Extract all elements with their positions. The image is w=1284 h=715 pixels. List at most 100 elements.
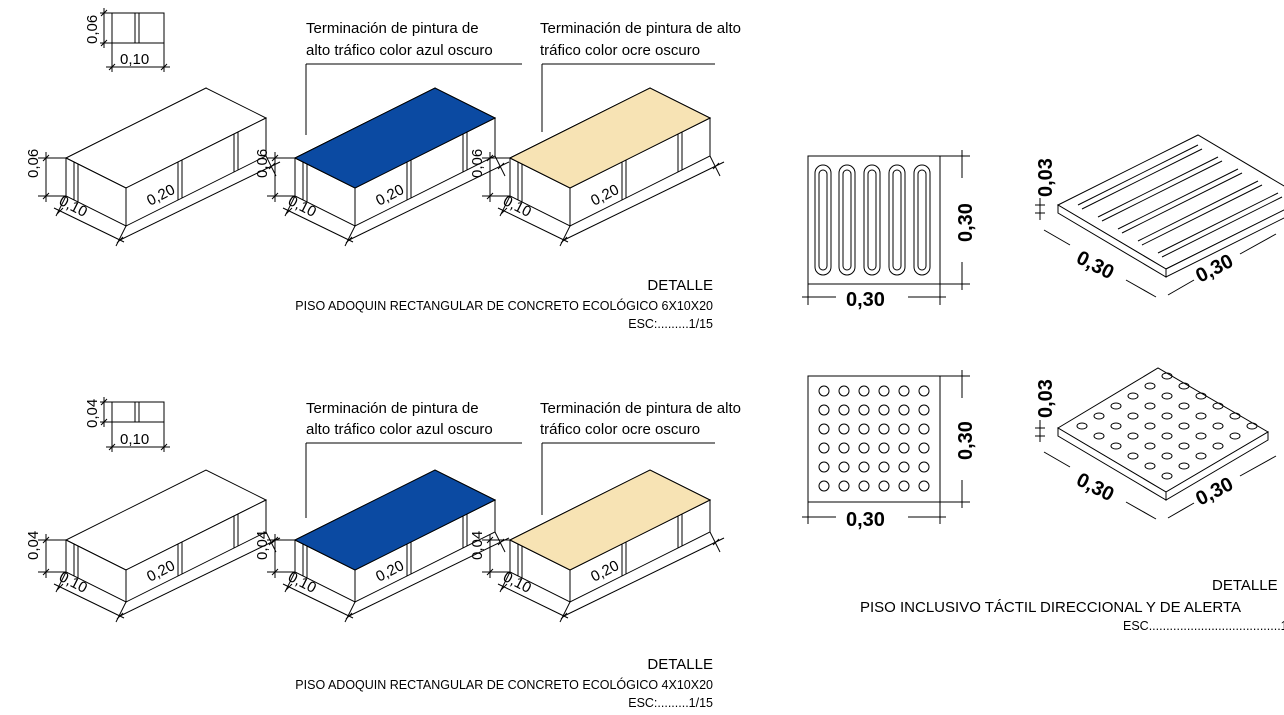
warning-dot	[918, 385, 930, 397]
paver6-plan-width: 0,10	[120, 51, 149, 68]
warning-dot-iso	[1144, 462, 1156, 470]
warning-dot	[898, 442, 910, 454]
warning-dot	[878, 442, 890, 454]
warning-dot	[898, 461, 910, 473]
warning-dot-iso	[1161, 372, 1173, 380]
warning-dot	[858, 423, 870, 435]
warning-dot	[918, 480, 930, 492]
warning-dot-iso	[1161, 472, 1173, 480]
warning-dot-iso	[1127, 392, 1139, 400]
warning-dot	[818, 480, 830, 492]
warning-dot	[818, 385, 830, 397]
paver4-blue-note-line1: Terminación de pintura de	[306, 400, 479, 417]
paver4-detail-scale: ESC:.........1/15	[628, 696, 713, 710]
paver6-natural-height: 0,06	[25, 149, 42, 178]
paver6-detail-scale: ESC:.........1/15	[628, 317, 713, 331]
tactile-directional-iso: 0,03 0,30 0,30	[1035, 134, 1284, 298]
paver6-plan-height: 0,06	[84, 15, 101, 44]
paver6-blue-note-line1: Terminación de pintura de	[306, 20, 479, 37]
tactile-warn-plan-width: 0,30	[846, 509, 885, 531]
warning-dot-iso	[1195, 432, 1207, 440]
warning-dot	[858, 404, 870, 416]
warning-dot	[838, 442, 850, 454]
paver6-detail-subtitle: PISO ADOQUIN RECTANGULAR DE CONCRETO ECO…	[295, 298, 713, 313]
warning-dot-iso	[1178, 462, 1190, 470]
warning-dot-iso	[1076, 422, 1088, 430]
warning-dot-iso	[1212, 442, 1224, 450]
paver6-blue-height: 0,06	[254, 149, 271, 178]
tactile-warn-iso-thickness: 0,03	[1035, 379, 1057, 418]
paver4-detail-subtitle: PISO ADOQUIN RECTANGULAR DE CONCRETO ECO…	[295, 677, 713, 692]
paver6-blue	[267, 87, 510, 247]
warning-dot-iso	[1110, 402, 1122, 410]
tactile-warn-iso-a: 0,30	[1073, 469, 1118, 506]
warning-dot-iso	[1178, 402, 1190, 410]
warning-dot-iso	[1161, 392, 1173, 400]
paver4-natural-height: 0,04	[25, 531, 42, 560]
warning-dot-iso	[1161, 412, 1173, 420]
warning-dot-iso	[1144, 402, 1156, 410]
warning-dot-iso	[1127, 432, 1139, 440]
paver4-blue-note-line2: alto tráfico color azul oscuro	[306, 421, 493, 438]
tactile-dir-plan-height: 0,30	[955, 203, 977, 242]
tactile-detail-scale: ESC.....................................…	[1123, 619, 1284, 633]
paver4-blue	[267, 469, 510, 623]
warning-dot	[898, 385, 910, 397]
paver6-plan: 0,06 0,10	[84, 8, 170, 72]
warning-dot-iso	[1161, 452, 1173, 460]
warning-dot-iso	[1093, 412, 1105, 420]
warning-dot-iso	[1212, 402, 1224, 410]
warning-dot	[838, 480, 850, 492]
warning-dot-iso	[1144, 442, 1156, 450]
warning-dot-iso	[1229, 432, 1241, 440]
paver6-ochre	[482, 87, 725, 247]
warning-dot	[818, 461, 830, 473]
paver6-blue-note-line2: alto tráfico color azul oscuro	[306, 42, 493, 59]
warning-dot	[898, 404, 910, 416]
warning-dot-iso	[1178, 422, 1190, 430]
tactile-warning-iso: 0,03 0,30 0,30	[1035, 367, 1277, 520]
warning-dot-iso	[1110, 442, 1122, 450]
warning-dot-iso	[1144, 382, 1156, 390]
warning-dot	[918, 404, 930, 416]
warning-dot-iso	[1195, 392, 1207, 400]
warning-dot-iso	[1212, 422, 1224, 430]
warning-dot	[838, 423, 850, 435]
warning-dot	[818, 423, 830, 435]
warning-dot	[918, 442, 930, 454]
paver4-ochre	[482, 469, 725, 623]
tactile-dir-iso-thickness: 0,03	[1035, 158, 1057, 197]
paver6-detail-title: DETALLE	[647, 277, 713, 294]
paver4-plan: 0,04 0,10	[84, 397, 170, 452]
paver6-natural	[38, 87, 281, 247]
warning-dot	[838, 404, 850, 416]
warning-dot-iso	[1093, 432, 1105, 440]
warning-dot	[858, 385, 870, 397]
warning-dot	[818, 442, 830, 454]
tactile-dir-iso-a: 0,30	[1073, 247, 1118, 284]
paver4-ochre-height: 0,04	[469, 531, 486, 560]
warning-dot	[838, 385, 850, 397]
warning-dot	[898, 480, 910, 492]
warning-dot	[918, 423, 930, 435]
warning-dot-iso	[1110, 422, 1122, 430]
warning-dot-iso	[1127, 452, 1139, 460]
paver4-blue-height: 0,04	[254, 531, 271, 560]
paver4-detail-title: DETALLE	[647, 656, 713, 673]
tactile-warning-plan: 0,30 0,30	[802, 370, 977, 531]
paver6-ochre-height: 0,06	[469, 149, 486, 178]
paver4-natural	[38, 469, 281, 623]
warning-dot	[878, 423, 890, 435]
warning-dot-iso	[1127, 412, 1139, 420]
paver4-ochre-note-line2: tráfico color ocre oscuro	[540, 421, 700, 438]
warning-dot	[858, 461, 870, 473]
warning-dot-iso	[1161, 432, 1173, 440]
warning-dot-iso	[1178, 382, 1190, 390]
tactile-detail-subtitle: PISO INCLUSIVO TÁCTIL DIRECCIONAL Y DE A…	[860, 599, 1241, 616]
warning-dot	[838, 461, 850, 473]
warning-dot	[918, 461, 930, 473]
warning-dot	[878, 385, 890, 397]
warning-dot	[818, 404, 830, 416]
warning-dot	[858, 442, 870, 454]
